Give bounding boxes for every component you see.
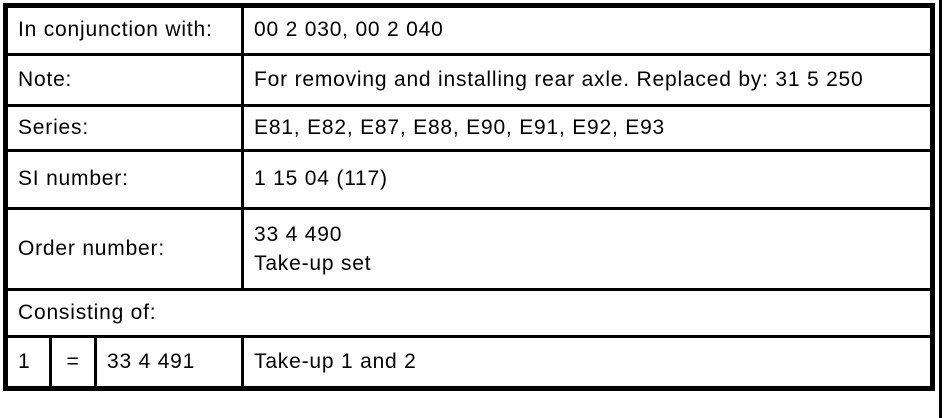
order-number-value: 33 4 490 Take-up set <box>241 207 934 291</box>
item-index: 1 <box>4 335 52 390</box>
item-equals-sign: = <box>49 335 97 390</box>
table-row-si-number: SI number: 1 15 04 (117) <box>3 149 934 210</box>
note-value: For removing and installing rear axle. R… <box>241 53 934 107</box>
series-label: Series: <box>3 104 245 152</box>
page-edge-line <box>939 0 942 418</box>
item-description: Take-up 1 and 2 <box>241 335 934 390</box>
si-number-label: SI number: <box>3 149 245 210</box>
consisting-of-header: Consisting of: <box>4 288 934 338</box>
in-conjunction-with-value: 00 2 030, 00 2 040 <box>241 4 934 56</box>
table-row-note: Note: For removing and installing rear a… <box>3 53 934 107</box>
table-row-consisting-of: Consisting of: <box>4 288 934 338</box>
order-number-value-line1: 33 4 490 <box>254 223 343 246</box>
table-row-order-number: Order number: 33 4 490 Take-up set <box>3 207 934 291</box>
order-number-value-line2: Take-up set <box>254 252 372 275</box>
table-row-item-1: 1 = 33 4 491 Take-up 1 and 2 <box>4 335 934 390</box>
si-number-value: 1 15 04 (117) <box>241 149 934 210</box>
series-value: E81, E82, E87, E88, E90, E91, E92, E93 <box>241 104 934 152</box>
table-row-in-conjunction-with: In conjunction with: 00 2 030, 00 2 040 <box>3 4 934 56</box>
in-conjunction-with-label: In conjunction with: <box>3 4 245 56</box>
tool-info-table: In conjunction with: 00 2 030, 00 2 040 … <box>3 3 935 391</box>
item-part-number: 33 4 491 <box>93 335 245 390</box>
table-row-series: Series: E81, E82, E87, E88, E90, E91, E9… <box>3 104 934 152</box>
order-number-label: Order number: <box>3 207 245 291</box>
note-label: Note: <box>3 53 245 107</box>
